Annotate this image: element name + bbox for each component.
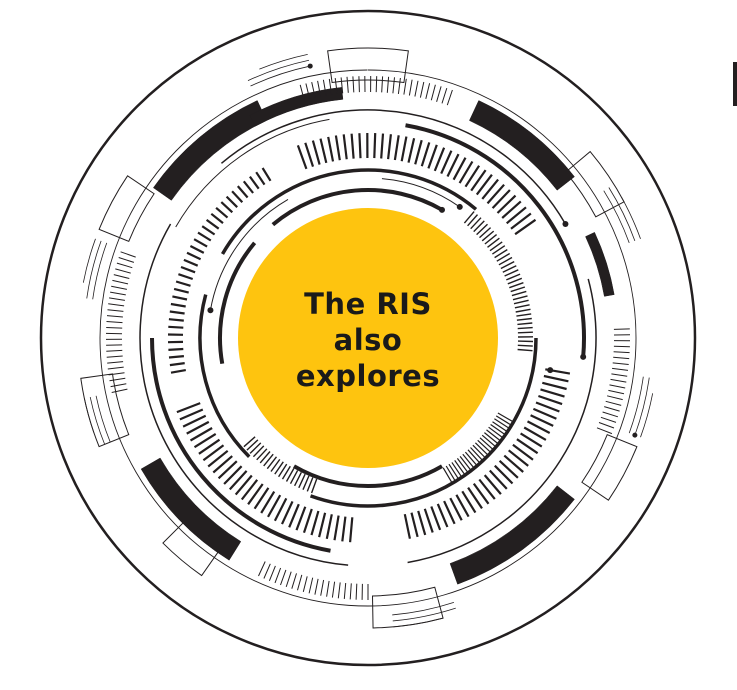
line-cluster	[608, 187, 636, 242]
line-cluster	[95, 395, 111, 443]
line-cluster	[628, 376, 644, 434]
orbit-box	[371, 586, 444, 629]
core-thin	[209, 199, 289, 311]
line-cluster	[259, 53, 308, 70]
edge-mark	[733, 62, 737, 106]
ring-dot	[456, 203, 463, 210]
mid-ring	[407, 278, 597, 564]
orbit-box	[581, 433, 638, 501]
ring-dot	[580, 353, 587, 360]
inner-ticks	[296, 132, 537, 236]
core-thin	[381, 178, 461, 208]
bold-sector	[249, 87, 344, 127]
ring-dot	[439, 206, 445, 213]
core-ring	[198, 294, 251, 459]
decorative-rings	[39, 9, 697, 667]
core-ring-bold	[271, 188, 443, 227]
line-cluster	[640, 393, 654, 438]
bold-sector	[140, 457, 242, 561]
outer-circle	[39, 9, 697, 667]
orbit-box	[564, 150, 625, 218]
line-cluster	[83, 398, 95, 433]
orbit-box	[98, 175, 155, 243]
line-cluster	[621, 197, 641, 239]
core-ticks	[243, 436, 318, 494]
line-cluster	[392, 607, 456, 622]
outer-ticks	[596, 328, 631, 435]
ring-dot	[207, 307, 214, 314]
mid-ring	[220, 109, 567, 225]
ring-dot	[307, 63, 313, 69]
outer-ticks	[258, 561, 369, 600]
mid-ring	[139, 223, 349, 566]
mid-ring-bold	[405, 123, 586, 357]
inner-ticks	[403, 368, 571, 539]
center-label-line-2: also	[333, 323, 403, 357]
orbit-box	[327, 47, 409, 84]
ring-dot	[562, 221, 569, 227]
outer-ticks	[105, 251, 136, 393]
line-cluster	[89, 396, 106, 445]
line-cluster	[86, 240, 102, 299]
line-cluster	[392, 602, 455, 616]
core-ring-bold	[218, 241, 257, 365]
bold-sector	[585, 232, 615, 297]
bold-sector	[449, 485, 575, 585]
outer-orbit	[99, 69, 637, 607]
mid-ring-bold	[150, 337, 331, 553]
core-ring	[309, 337, 538, 508]
core-ring-bold	[293, 464, 443, 488]
bold-sector	[469, 100, 575, 191]
inner-ticks	[176, 402, 354, 543]
line-cluster	[393, 617, 444, 628]
line-cluster	[247, 59, 310, 81]
center-label: The RIS also explores	[268, 286, 468, 394]
center-label-line-3: explores	[295, 359, 441, 393]
line-cluster	[82, 238, 96, 283]
ring-dot	[547, 367, 554, 374]
inner-ticks	[167, 167, 272, 374]
mid-ring	[175, 118, 330, 228]
core-ticks	[463, 211, 534, 352]
center-label-line-1: The RIS	[304, 287, 432, 321]
ring-dot	[632, 432, 638, 438]
core-ticks	[442, 412, 514, 484]
line-cluster	[603, 190, 630, 244]
core-ring	[220, 168, 478, 255]
center-circle	[238, 208, 498, 468]
line-cluster	[92, 242, 108, 300]
outer-ticks	[299, 75, 453, 106]
